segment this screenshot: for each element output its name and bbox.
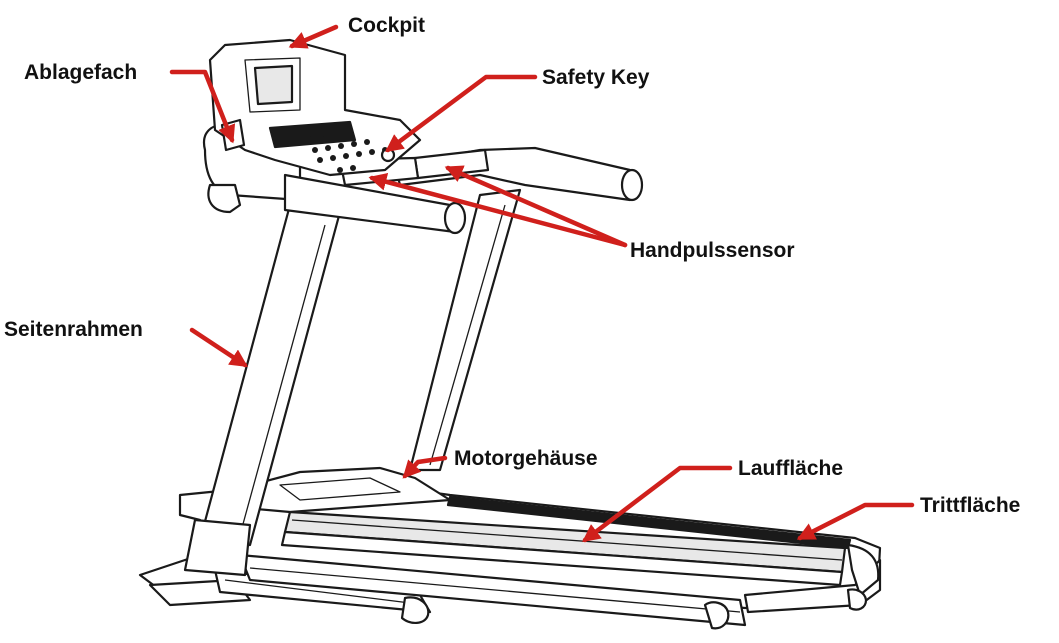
label-ablagefach: Ablagefach (24, 61, 137, 84)
label-safety-key: Safety Key (542, 66, 650, 89)
label-handpulssensor: Handpulssensor (630, 239, 795, 262)
label-cockpit: Cockpit (348, 14, 425, 37)
label-trittflaeche: Trittfläche (920, 494, 1020, 517)
arrow-safety-key (385, 74, 538, 153)
arrow-ablagefach (169, 69, 236, 144)
arrow-motorgehaeuse (402, 455, 448, 479)
callout-labels: Cockpit Ablagefach Safety Key Handpulsse… (4, 14, 1020, 517)
label-motorgehaeuse: Motorgehäuse (454, 447, 598, 470)
arrow-handpuls-2 (444, 165, 628, 248)
arrow-handpuls-1 (368, 172, 628, 248)
label-seitenrahmen: Seitenrahmen (4, 318, 143, 341)
label-laufflaeche: Lauffläche (738, 457, 843, 480)
treadmill-illustration (138, 38, 882, 630)
arrow-trittflaeche (796, 502, 915, 541)
pointer-arrows (169, 24, 915, 543)
uprights (183, 188, 522, 577)
arrow-seitenrahmen (189, 327, 249, 368)
arrow-laufflaeche (582, 465, 733, 543)
arrow-cockpit (288, 24, 339, 49)
